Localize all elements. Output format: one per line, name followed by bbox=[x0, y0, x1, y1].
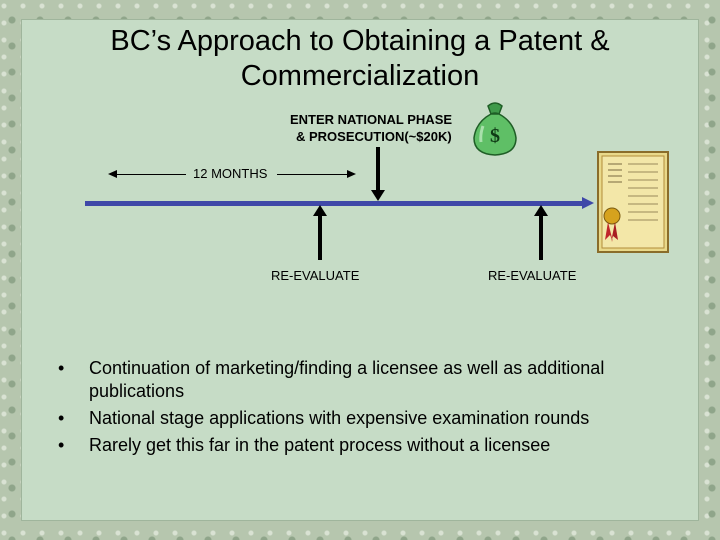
months-arrow-left-head bbox=[108, 170, 117, 178]
months-label: 12 MONTHS bbox=[193, 166, 268, 181]
national-phase-label-line-2: & PROSECUTION(~$20K) bbox=[296, 129, 452, 144]
months-arrow-right-line bbox=[277, 174, 347, 175]
reevaluate-1-label: RE-EVALUATE bbox=[271, 268, 360, 283]
slide-title: BC’s Approach to Obtaining a Patent & Co… bbox=[22, 24, 698, 94]
title-line-2: Commercialization bbox=[240, 60, 480, 92]
bullet-list: Continuation of marketing/finding a lice… bbox=[58, 357, 678, 461]
reevaluate-2-arrow-shaft bbox=[539, 214, 543, 260]
months-arrow-right-head bbox=[347, 170, 356, 178]
bullet-item: National stage applications with expensi… bbox=[58, 407, 678, 430]
bullet-item: Rarely get this far in the patent proces… bbox=[58, 434, 678, 457]
national-phase-arrow-shaft bbox=[376, 147, 380, 192]
bullet-item: Continuation of marketing/finding a lice… bbox=[58, 357, 678, 403]
title-line-1: BC’s Approach to Obtaining a Patent & bbox=[110, 25, 610, 57]
months-arrow-left-line bbox=[114, 174, 186, 175]
money-bag-symbol: $ bbox=[490, 125, 500, 147]
national-phase-label-line-1: ENTER NATIONAL PHASE bbox=[290, 112, 453, 127]
patent-certificate-icon bbox=[597, 151, 669, 253]
national-phase-arrow-head bbox=[371, 190, 385, 201]
reevaluate-2-label: RE-EVALUATE bbox=[488, 268, 577, 283]
timeline-bar bbox=[85, 201, 585, 206]
reevaluate-1-arrow-shaft bbox=[318, 214, 322, 260]
reevaluate-2-arrow-head bbox=[534, 205, 548, 216]
money-bag-icon: $ bbox=[473, 102, 517, 156]
reevaluate-1-arrow-head bbox=[313, 205, 327, 216]
timeline-arrow-head bbox=[582, 197, 594, 209]
